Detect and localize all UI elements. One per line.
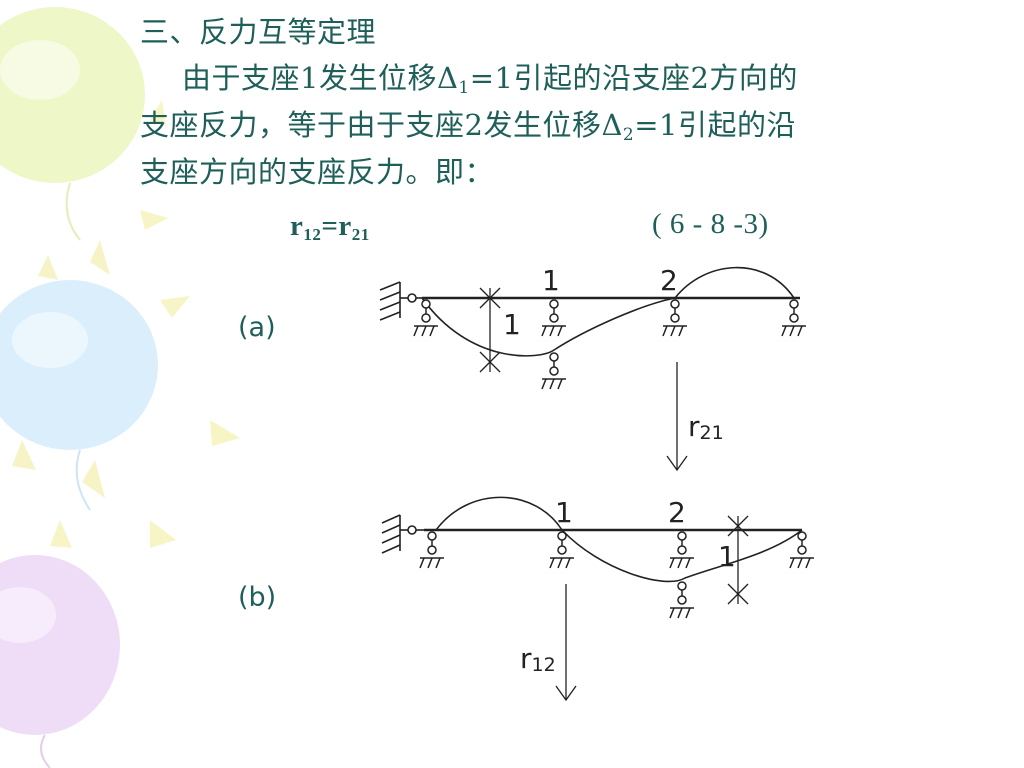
label-support-2: 2 — [660, 264, 678, 297]
line1-text-b: =1引起的沿支座2方向的 — [469, 61, 798, 95]
purple-balloon-icon — [0, 555, 120, 768]
support-left — [419, 531, 444, 569]
theorem-line-1: 由于支座1发生位移Δ1=1引起的沿支座2方向的 — [182, 60, 798, 106]
figure-a-caption: (a) — [238, 312, 276, 343]
reaction-label-r21: r21 — [688, 410, 724, 444]
displacement-value: 1 — [503, 308, 521, 341]
theorem-line-3: 支座方向的支座反力。即： — [140, 155, 495, 189]
eq-mid: =r — [321, 210, 352, 242]
reaction-arrow-r12 — [555, 584, 577, 702]
sun-rays-icon — [12, 100, 240, 548]
deflection-curve — [435, 496, 803, 583]
balloon-decoration — [0, 7, 240, 768]
support-left — [413, 299, 438, 337]
line2-subscript: 2 — [622, 125, 635, 145]
label-support-2: 2 — [668, 496, 686, 529]
green-balloon-icon — [0, 7, 145, 241]
figure-a-diagram: 1 2 1 r21 — [379, 264, 806, 472]
support-1 — [541, 299, 566, 337]
displacement-dimension — [479, 287, 501, 373]
support-2-displaced — [669, 581, 694, 619]
line2-text-b: =1引起的沿 — [634, 108, 796, 142]
slide-heading: 三、反力互等定理 — [140, 15, 377, 49]
line2-text-a: 支座反力，等于由于支座2发生位移Δ — [140, 108, 623, 142]
reaction-label-r12: r12 — [520, 642, 556, 676]
eq-left: r — [290, 210, 304, 242]
line1-subscript: 1 — [458, 78, 470, 98]
deflection-curve — [421, 266, 795, 357]
displacement-dimension — [727, 515, 749, 605]
theorem-line-2: 支座反力，等于由于支座2发生位移Δ2=1引起的沿 — [140, 107, 796, 153]
blue-balloon-icon — [0, 280, 158, 511]
line1-text-a: 由于支座1发生位移Δ — [182, 61, 459, 95]
support-right — [789, 531, 814, 569]
equation-number: ( 6 - 8 -3) — [652, 208, 769, 240]
support-right — [781, 299, 806, 337]
reaction-arrow-r21 — [666, 362, 688, 472]
support-1 — [549, 531, 574, 569]
figure-b-diagram: 1 2 1 r12 — [381, 496, 814, 702]
eq-right-sub: 21 — [351, 225, 370, 244]
displacement-value: 1 — [718, 540, 736, 573]
label-support-1: 1 — [555, 496, 573, 529]
figure-b-caption: (b) — [238, 582, 277, 613]
support-2 — [662, 299, 687, 337]
support-1-displaced — [541, 352, 566, 390]
eq-left-sub: 12 — [303, 225, 322, 244]
support-2 — [669, 531, 694, 569]
label-support-1: 1 — [542, 264, 560, 297]
reciprocal-equation: r12=r21 — [290, 208, 370, 253]
